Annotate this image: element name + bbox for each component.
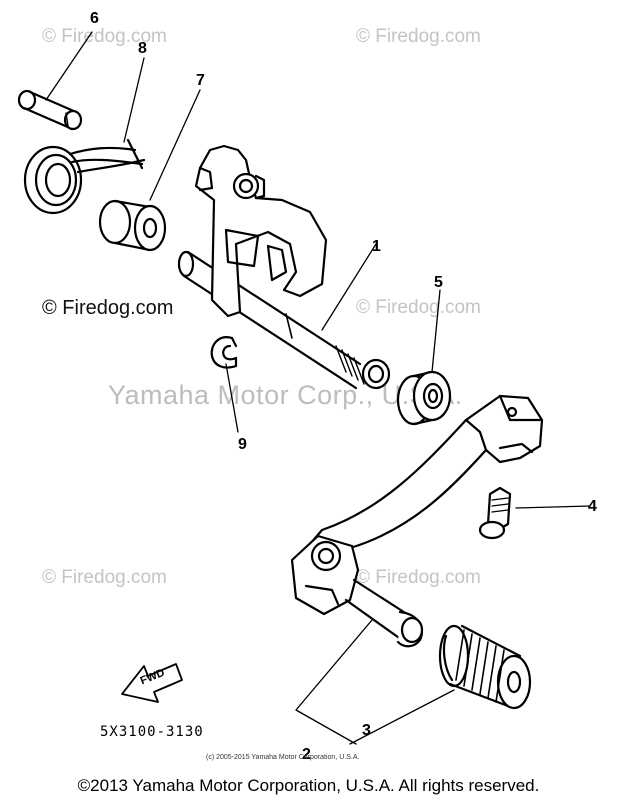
part-8-spring (23, 138, 146, 215)
part-1-shift-shaft (177, 144, 391, 390)
part-4-bolt (478, 486, 512, 540)
part-3-footpeg-rubber (438, 624, 532, 710)
part-code: 5X3100-3130 (100, 724, 204, 740)
watermark-firedog-lower-left: © Firedog.com (42, 567, 167, 588)
watermark-yamaha-center: Yamaha Motor Corp., U.S.A. (108, 380, 463, 410)
watermark-firedog-mid-left: © Firedog.com (42, 297, 174, 319)
callout-8: 8 (138, 40, 147, 57)
small-copyright: (c) 2005-2015 Yamaha Motor Corporation, … (206, 754, 360, 761)
callout-6: 6 (90, 10, 99, 27)
part-6-pin (17, 89, 83, 131)
leader-lines (45, 31, 591, 745)
fwd-arrow (121, 663, 183, 703)
callout-9: 9 (238, 436, 247, 453)
watermark-firedog-top-right: © Firedog.com (356, 26, 481, 47)
callout-7: 7 (196, 72, 205, 89)
callout-1: 1 (372, 238, 381, 255)
watermark-firedog-lower-right: © Firedog.com (356, 567, 481, 588)
part-7-collar (98, 199, 167, 252)
watermark-firedog-mid-right: © Firedog.com (356, 297, 481, 318)
watermark-firedog-top-left: © Firedog.com (42, 26, 167, 47)
callout-3: 3 (362, 722, 371, 739)
callout-2: 2 (302, 746, 311, 763)
callout-5: 5 (434, 274, 443, 291)
part-5-oil-seal (396, 370, 452, 426)
callout-4: 4 (588, 498, 597, 515)
part-2-shift-pedal (290, 394, 544, 648)
part-9-circlip (210, 336, 238, 369)
footer-copyright: ©2013 Yamaha Motor Corporation, U.S.A. A… (77, 776, 540, 795)
